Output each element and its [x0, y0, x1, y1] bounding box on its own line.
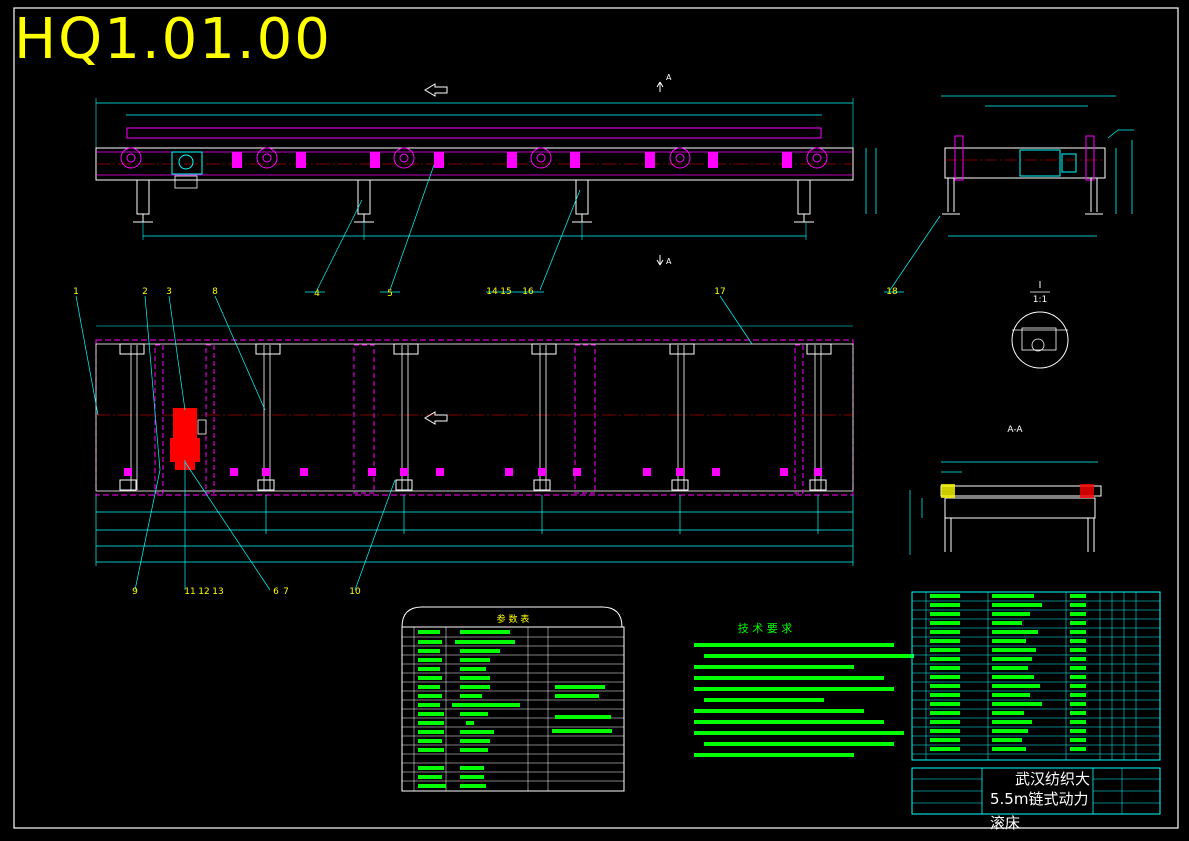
drawing-number: HQ1.01.00	[14, 7, 332, 72]
part-callout-17: 17	[714, 287, 725, 297]
tech-requirements-title: 技 术 要 求	[738, 622, 793, 635]
detail-label: I	[1039, 280, 1042, 291]
part-callout-10: 10	[349, 587, 361, 597]
part-callout-9: 9	[132, 587, 138, 597]
detail-view: I 1:1	[1011, 280, 1069, 369]
part-callout-7: 7	[283, 587, 289, 597]
plan-view	[75, 295, 854, 591]
part-callout-15: 15	[500, 287, 511, 297]
view-marker-1: A	[666, 73, 672, 82]
part-callout-3: 3	[166, 287, 172, 297]
front-view	[95, 81, 941, 293]
section-label: A-A	[1007, 425, 1023, 435]
section-a-a: A-A	[909, 425, 1102, 555]
part-callout-16: 16	[522, 287, 534, 297]
tech-requirements: 技 术 要 求	[694, 622, 914, 757]
parameter-table-title: 参 数 表	[497, 613, 530, 625]
part-callout-8: 8	[212, 287, 218, 297]
drawing-border	[13, 7, 1179, 829]
part-callout-4: 4	[314, 289, 320, 299]
part-callout-14: 14	[486, 287, 498, 297]
school-name: 武汉纺织大	[1015, 770, 1091, 788]
bom-table	[911, 591, 1161, 761]
parameter-table: 参 数 表	[401, 606, 625, 792]
view-marker-2: A	[666, 257, 672, 266]
part-callout-2: 2	[142, 287, 148, 297]
part-callout-5: 5	[387, 289, 393, 299]
part-callout-6: 6	[273, 587, 279, 597]
part-callout-13: 13	[212, 587, 223, 597]
detail-scale: 1:1	[1033, 295, 1047, 305]
side-view	[941, 95, 1134, 237]
part-callout-18: 18	[886, 287, 898, 297]
motor	[170, 408, 207, 470]
part-callout-12: 12	[198, 587, 209, 597]
title-block	[911, 767, 1161, 815]
part-callout-11: 11	[184, 587, 195, 597]
part-callout-1: 1	[73, 287, 79, 297]
product-title: 5.5m链式动力	[990, 790, 1089, 808]
product-title-line2: 滚床	[990, 814, 1021, 832]
